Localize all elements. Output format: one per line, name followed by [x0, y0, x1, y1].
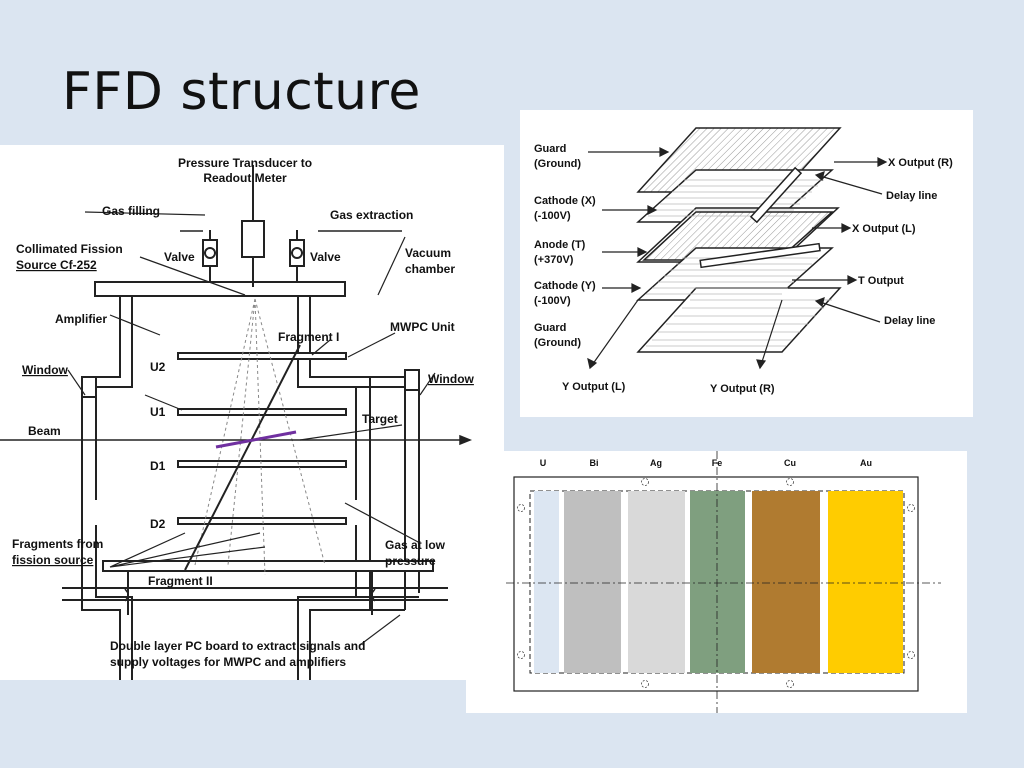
delay-line-2-label: Delay line [884, 315, 935, 327]
pc-board-label-1: Double layer PC board to extract signals… [110, 639, 365, 653]
plate-d2 [177, 517, 347, 525]
ffd-chamber-diagram: Pressure Transducer to Readout Meter Gas… [0, 145, 504, 680]
pressure-transducer [241, 220, 265, 258]
cathode-x-label-2: (-100V) [534, 210, 571, 222]
target-foil [215, 430, 297, 449]
x-output-r-label: X Output (R) [888, 157, 953, 169]
mount-hole-3 [641, 680, 649, 688]
delay-line-y [699, 242, 821, 269]
mount-hole-1 [641, 478, 649, 486]
mount-hole-8 [907, 651, 915, 659]
y-output-l-label: Y Output (L) [562, 381, 626, 393]
slide-title: FFD structure [62, 62, 421, 122]
foil-strip-fe [690, 491, 745, 673]
window-right-frame [404, 369, 420, 391]
foil-label-fe: Fe [712, 458, 723, 468]
guard-bottom-plane [636, 287, 842, 353]
foil-label-ag: Ag [650, 458, 662, 468]
pc-board-upper [102, 560, 434, 572]
fragments-from-label-1: Fragments from [12, 537, 103, 551]
pressure-transducer-label-2: Readout Meter [203, 171, 287, 185]
guard-bottom-label-2: (Ground) [534, 337, 581, 349]
cathode-x-label-1: Cathode (X) [534, 195, 596, 207]
guard-bottom-label-1: Guard [534, 322, 566, 334]
foil-label-au: Au [860, 458, 872, 468]
amplifier-label: Amplifier [55, 312, 107, 326]
gas-filling-label: Gas filling [102, 204, 160, 218]
mount-hole-2 [786, 478, 794, 486]
fragment-2-label: Fragment II [148, 574, 213, 588]
vacuum-chamber-label-2: chamber [405, 262, 455, 276]
mount-hole-5 [517, 504, 525, 512]
foil-label-u: U [540, 458, 547, 468]
pc-board-label-2: supply voltages for MWPC and amplifiers [110, 655, 346, 669]
valve-left-label: Valve [164, 250, 195, 264]
x-output-l-label: X Output (L) [852, 223, 916, 235]
collimated-source-label-2: Source Cf-252 [16, 258, 97, 272]
window-left-frame [81, 376, 97, 398]
foil-label-cu: Cu [784, 458, 796, 468]
vacuum-chamber-label-1: Vacuum [405, 246, 451, 260]
y-output-r-label: Y Output (R) [710, 383, 775, 395]
anode-label-1: Anode (T) [534, 239, 586, 251]
delay-line-x [749, 166, 803, 224]
window-right-label: Window [428, 372, 475, 386]
d1-label: D1 [150, 459, 166, 473]
foil-strip-cu [752, 491, 820, 673]
chamber-wall-right [309, 296, 371, 680]
cathode-y-label-2: (-100V) [534, 295, 571, 307]
plate-d1 [177, 460, 347, 468]
u1-label: U1 [150, 405, 166, 419]
chamber-wall-left [81, 296, 121, 680]
plate-u1 [177, 408, 347, 416]
plate-u2 [177, 352, 347, 360]
gas-extraction-label: Gas extraction [330, 208, 413, 222]
cathode-y-label-1: Cathode (Y) [534, 280, 596, 292]
foil-frame [513, 476, 919, 692]
collimated-source-label-1: Collimated Fission [16, 242, 123, 256]
target-label: Target [362, 412, 398, 426]
guard-top-label-2: (Ground) [534, 158, 581, 170]
foil-strip-bi [564, 491, 621, 673]
mwpc-unit-label: MWPC Unit [390, 320, 455, 334]
anode-label-2: (+370V) [534, 254, 574, 266]
foil-strip-au [828, 491, 903, 673]
foil-strip-ag [628, 491, 685, 673]
gas-low-pressure-label-1: Gas at low [385, 538, 446, 552]
foil-strip-u [534, 491, 559, 673]
mount-hole-6 [517, 651, 525, 659]
fragment-1-label: Fragment I [278, 330, 339, 344]
mount-hole-7 [907, 504, 915, 512]
foil-label-bi: Bi [590, 458, 599, 468]
window-left-label: Window [22, 363, 69, 377]
t-output-label: T Output [858, 275, 904, 287]
delay-line-1-label: Delay line [886, 190, 937, 202]
fragments-from-label-2: fission source [12, 553, 94, 567]
valve-right-label: Valve [310, 250, 341, 264]
target-foil-diagram: U Bi Ag Fe Cu Au [466, 451, 967, 713]
d2-label: D2 [150, 517, 166, 531]
guard-top-label-1: Guard [534, 143, 566, 155]
pressure-transducer-label-1: Pressure Transducer to [178, 156, 312, 170]
mount-hole-4 [786, 680, 794, 688]
u2-label: U2 [150, 360, 166, 374]
gas-low-pressure-label-2: pressure [385, 554, 436, 568]
beam-label: Beam [28, 424, 61, 438]
top-flange [94, 281, 346, 297]
mwpc-exploded-diagram: Guard (Ground) Cathode (X) (-100V) Anode… [520, 110, 973, 417]
